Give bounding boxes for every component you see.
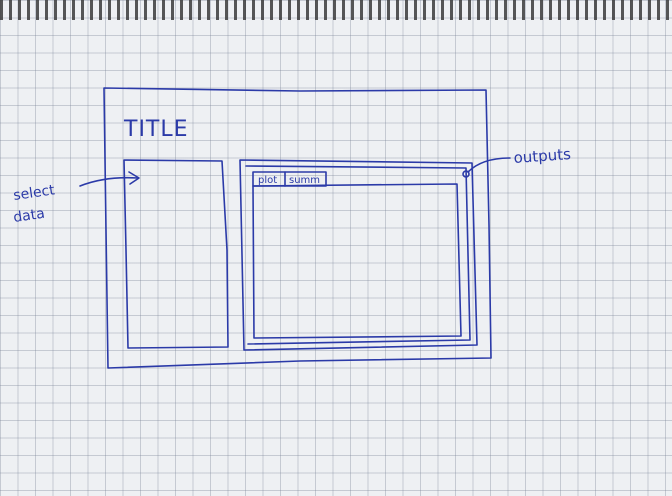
- app-frame: [103, 87, 492, 369]
- outputs-pointer-dot: [462, 170, 470, 178]
- outputs-label: outputs: [513, 145, 572, 167]
- app-title: TITLE: [123, 117, 189, 142]
- tab-plot[interactable]: plot: [258, 175, 277, 186]
- outputs-panel[interactable]: [239, 159, 478, 351]
- outputs-pointer: [467, 157, 511, 173]
- select-data-label-line1: select: [12, 182, 56, 204]
- select-data-arrow: [79, 176, 139, 187]
- tab-summary[interactable]: summ: [289, 175, 320, 186]
- sidebar-panel[interactable]: [123, 159, 229, 349]
- outputs-panel-inner-edge: [245, 165, 471, 345]
- select-data-arrowhead: [128, 171, 140, 185]
- select-data-label-line2: data: [12, 206, 45, 226]
- plot-area[interactable]: [252, 183, 462, 339]
- notebook-spiral-binding: [0, 0, 672, 20]
